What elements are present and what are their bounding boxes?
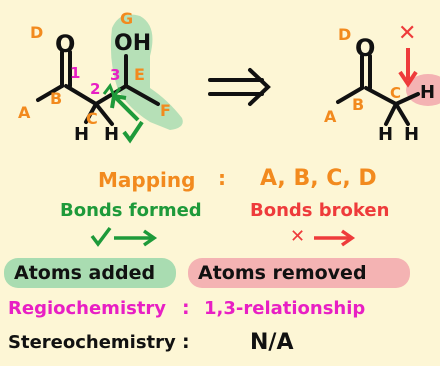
stereochemistry-value: N/A xyxy=(250,330,294,355)
left-oh-group: OH xyxy=(114,31,151,56)
retro-arrow xyxy=(208,68,271,106)
right-molecule xyxy=(336,54,420,126)
left-letter-b: B xyxy=(50,89,62,108)
oh-branch-highlight xyxy=(110,14,183,130)
green-check-icon xyxy=(122,120,144,144)
bonds-formed-label: Bonds formed xyxy=(60,200,202,221)
left-letter-g: G xyxy=(120,9,133,28)
red-arrow-head xyxy=(398,70,418,88)
left-hydrogen-2: H xyxy=(104,124,119,145)
right-letter-b: B xyxy=(352,95,364,114)
green-arrow-head xyxy=(110,93,127,109)
regiochemistry-label: Regiochemistry xyxy=(8,298,167,319)
left-number-1: 1 xyxy=(70,64,80,82)
left-letter-f: F xyxy=(160,101,171,120)
regiochemistry-colon: : xyxy=(182,297,190,319)
stereochemistry-colon: : xyxy=(182,331,190,353)
right-hydrogen-1: H xyxy=(378,124,393,145)
atoms-removed-label: Atoms removed xyxy=(198,262,367,284)
atoms-added-label: Atoms added xyxy=(14,262,156,284)
left-carbonyl-oxygen: O xyxy=(55,30,75,58)
mapping-label: Mapping xyxy=(98,168,196,192)
disconnection-mark xyxy=(102,82,122,100)
green-arrow xyxy=(114,96,140,122)
left-letter-a: A xyxy=(18,103,31,122)
left-hydrogen-1: H xyxy=(74,124,89,145)
bonds-formed-check-icon xyxy=(90,226,112,247)
stereochemistry-label: Stereochemistry xyxy=(8,332,176,353)
left-number-2: 2 xyxy=(90,80,100,98)
right-hydrogen-removed: H xyxy=(420,82,435,103)
right-letter-d: D xyxy=(338,25,351,44)
right-cross-icon: ✕ xyxy=(398,21,416,46)
removed-h-highlight xyxy=(406,74,440,106)
left-letter-d: D xyxy=(30,23,43,42)
bonds-broken-label: Bonds broken xyxy=(250,200,390,221)
mapping-colon: : xyxy=(218,166,226,190)
left-letter-c: C xyxy=(86,109,98,128)
right-carbonyl-oxygen: O xyxy=(355,34,375,62)
right-hydrogen-2: H xyxy=(404,124,419,145)
atoms-added-highlight xyxy=(4,258,176,288)
right-letter-a: A xyxy=(324,107,337,126)
right-letter-c: C xyxy=(390,84,401,102)
left-letter-e: E xyxy=(134,65,145,84)
atoms-removed-highlight xyxy=(188,258,410,288)
bonds-broken-cross-icon: ✕ xyxy=(290,226,306,247)
mapping-value: A, B, C, D xyxy=(260,166,377,191)
regiochemistry-value: 1,3-relationship xyxy=(204,298,366,319)
left-number-3: 3 xyxy=(110,66,120,84)
